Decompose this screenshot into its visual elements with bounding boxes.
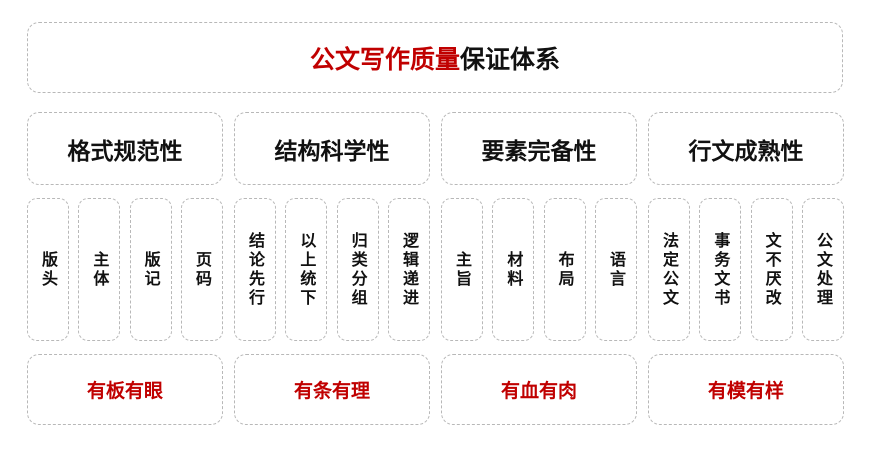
item-label: 结论先行 — [246, 231, 265, 308]
item-label: 事务文书 — [711, 231, 731, 308]
item-label: 文不厌改 — [762, 231, 782, 308]
item-label: 布局 — [555, 250, 575, 289]
category-box: 行文成熟性 — [648, 112, 844, 185]
category-box: 格式规范性 — [27, 112, 223, 185]
item-box: 版记 — [129, 198, 172, 341]
item-box: 事务文书 — [699, 198, 742, 341]
item-group: 版头主体版记页码 — [27, 198, 223, 341]
category-box: 要素完备性 — [441, 112, 637, 185]
item-group: 结论先行 以上统下 归类分组 逻辑递进 — [234, 198, 430, 341]
item-label: 以上统下 — [297, 231, 317, 308]
motto-box: 有模有样 — [648, 354, 844, 425]
item-box: 文不厌改 — [750, 198, 793, 341]
item-box: 材料 — [492, 198, 535, 341]
motto-box: 有血有肉 — [441, 354, 637, 425]
item-label: 归类分组 — [348, 231, 368, 308]
item-box: 归类分组 — [336, 198, 379, 341]
motto-box: 有板有眼 — [27, 354, 223, 425]
item-box: 布局 — [543, 198, 586, 341]
diagram-title: 公文写作质量保证体系 — [27, 22, 843, 93]
motto-box: 有条有理 — [234, 354, 430, 425]
item-label: 主旨 — [453, 250, 472, 289]
item-label: 语言 — [606, 250, 626, 289]
item-label: 材料 — [504, 250, 524, 289]
item-group: 法定公文 事务文书 文不厌改 公文处理 — [648, 198, 844, 341]
item-label: 主体 — [90, 250, 110, 289]
item-label: 页码 — [192, 250, 212, 289]
item-box: 语言 — [594, 198, 637, 341]
item-box: 页码 — [180, 198, 223, 341]
item-box: 逻辑递进 — [387, 198, 430, 341]
item-box: 版头 — [27, 198, 69, 341]
item-label: 逻辑递进 — [399, 231, 419, 308]
item-box: 主体 — [78, 198, 121, 341]
item-box: 法定公文 — [648, 198, 690, 341]
item-box: 结论先行 — [234, 198, 276, 341]
category-box: 结构科学性 — [234, 112, 430, 185]
item-label: 版记 — [141, 250, 161, 289]
item-box: 主旨 — [441, 198, 483, 341]
item-box: 公文处理 — [801, 198, 844, 341]
title-red-part: 公文写作质量 — [309, 44, 460, 74]
item-box: 以上统下 — [285, 198, 328, 341]
item-group: 主旨材料布局语言 — [441, 198, 637, 341]
title-black-part: 保证体系 — [460, 44, 561, 74]
item-label: 法定公文 — [660, 231, 679, 308]
item-label: 公文处理 — [813, 231, 833, 308]
item-label: 版头 — [39, 250, 58, 289]
